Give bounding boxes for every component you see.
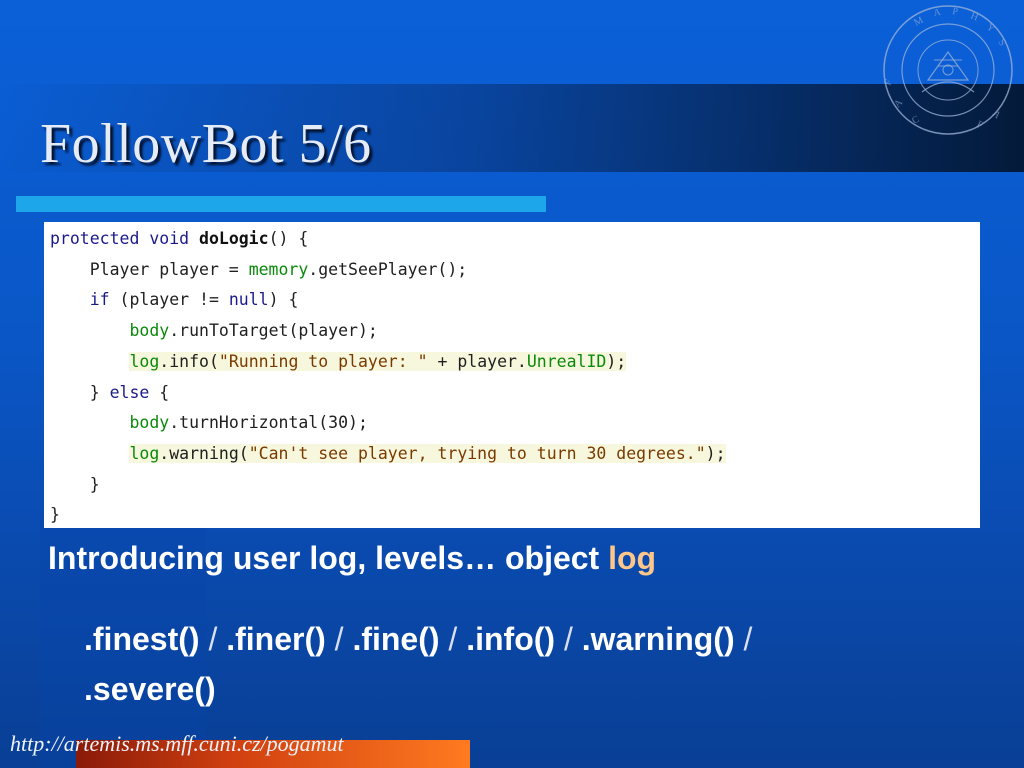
code-line-3: if (player != null) {: [89, 290, 299, 310]
code-snippet-panel: protected void doLogic() { Player player…: [44, 222, 980, 528]
svg-text:A: A: [933, 7, 943, 19]
code-line-7: body.turnHorizontal(30);: [129, 413, 368, 433]
code-line-9: }: [50, 474, 100, 494]
method-severe: .severe(): [84, 671, 216, 707]
title-band: [0, 84, 1024, 172]
svg-text:A: A: [990, 108, 1003, 121]
code-line-6: } else {: [50, 382, 170, 402]
code-line-8: log.warning("Can't see player, trying to…: [129, 443, 726, 463]
separator: /: [743, 621, 753, 657]
svg-text:M: M: [912, 15, 925, 29]
code-snippet: protected void doLogic() { Player player…: [50, 224, 726, 531]
separator: /: [208, 621, 218, 657]
footer-url-link[interactable]: http://artemis.ms.mff.cuni.cz/pogamut: [10, 731, 344, 756]
intro-text: Introducing user log, levels… object log: [48, 540, 656, 577]
method-finer: .finer(): [226, 621, 326, 657]
separator: /: [448, 621, 458, 657]
footer-bar: [76, 740, 470, 768]
code-line-4: body.runToTarget(player);: [129, 321, 378, 341]
method-fine: .fine(): [352, 621, 440, 657]
intro-main-text: Introducing user log, levels… object: [48, 540, 609, 576]
svg-text:Y: Y: [984, 22, 996, 35]
svg-text:S: S: [996, 37, 1008, 48]
left-shade: [40, 520, 206, 768]
code-line-10: }: [50, 505, 60, 525]
title-underline: [16, 196, 546, 212]
code-line-5: log.info("Running to player: " + player.…: [129, 351, 627, 371]
method-finest: .finest(): [84, 621, 200, 657]
separator: /: [334, 621, 344, 657]
method-info: .info(): [466, 621, 556, 657]
svg-text:H: H: [969, 11, 980, 24]
svg-text:F: F: [975, 119, 985, 132]
svg-text:P: P: [952, 6, 959, 18]
code-line-2: Player player = memory.getSeePlayer();: [50, 259, 468, 279]
svg-text:C: C: [910, 114, 921, 127]
code-line-1: protected void doLogic() {: [50, 229, 309, 248]
university-seal-logo: M A P H Y S F A C F A: [882, 5, 1013, 135]
svg-text:A: A: [892, 97, 906, 110]
svg-text:F: F: [882, 78, 894, 87]
separator: /: [563, 621, 573, 657]
intro-accent-log: log: [608, 540, 657, 576]
slide-title: FollowBot 5/6: [40, 113, 372, 175]
method-warning: .warning(): [581, 621, 735, 657]
log-methods-list: .finest() / .finer() / .fine() / .info()…: [84, 614, 964, 714]
